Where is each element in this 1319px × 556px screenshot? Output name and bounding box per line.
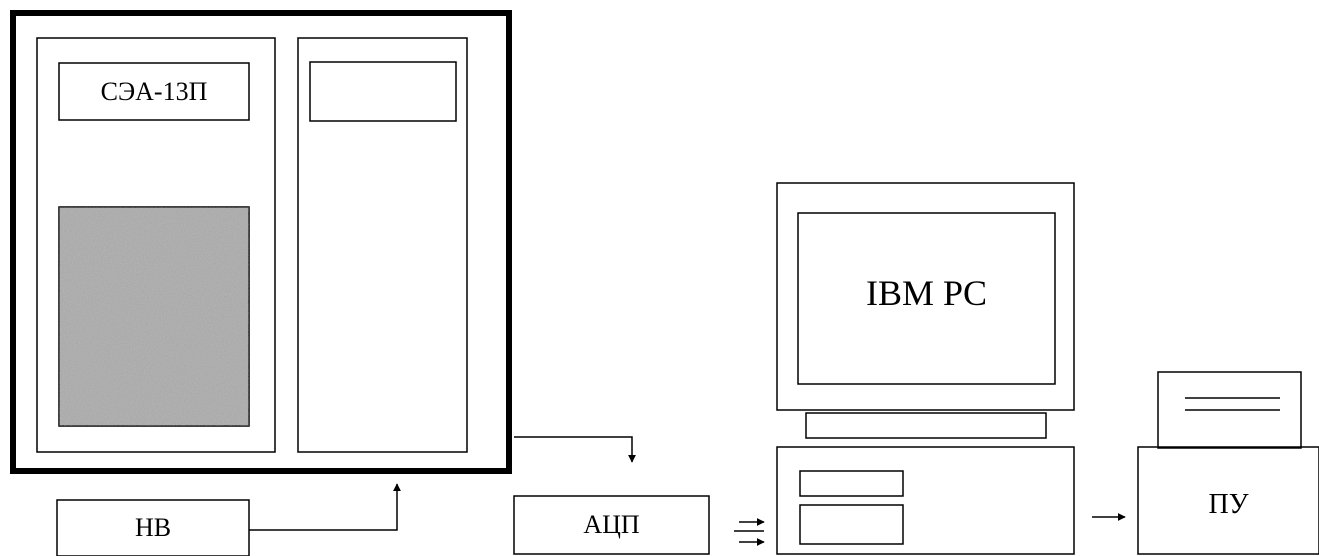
analyzer-right-panel [297,37,468,453]
monitor-stand [805,412,1047,439]
drive-bay-1 [799,470,904,497]
generator-to-analyzer-arrow [249,483,401,531]
adc-label: АЦП [583,510,640,539]
printer [1137,371,1319,555]
computer-label: IBM PC [865,273,988,313]
analyzer-to-adc-arrow [514,436,636,463]
computer-monitor [776,182,1075,439]
analyzer-outer-frame [10,10,512,474]
adc-box [513,495,710,555]
analyzer-screen-texture [59,207,249,426]
monitor-bezel [776,182,1075,411]
generator-label: НВ [134,513,172,542]
drive-bay-2 [799,504,904,545]
monitor-screen [797,212,1056,385]
analyzer-left-panel [36,37,276,453]
analyzer-cabinet [10,10,512,474]
system-unit-case [776,446,1075,555]
printer-paper [1157,371,1302,449]
computer-system-unit [776,446,1075,555]
printer-label: ПУ [1208,489,1249,520]
analyzer-label: СЭА-13П [100,76,208,106]
generator-box [56,499,250,556]
printer-body [1137,446,1319,555]
analyzer-nameplate [58,62,250,121]
analyzer-display-window [309,61,457,122]
